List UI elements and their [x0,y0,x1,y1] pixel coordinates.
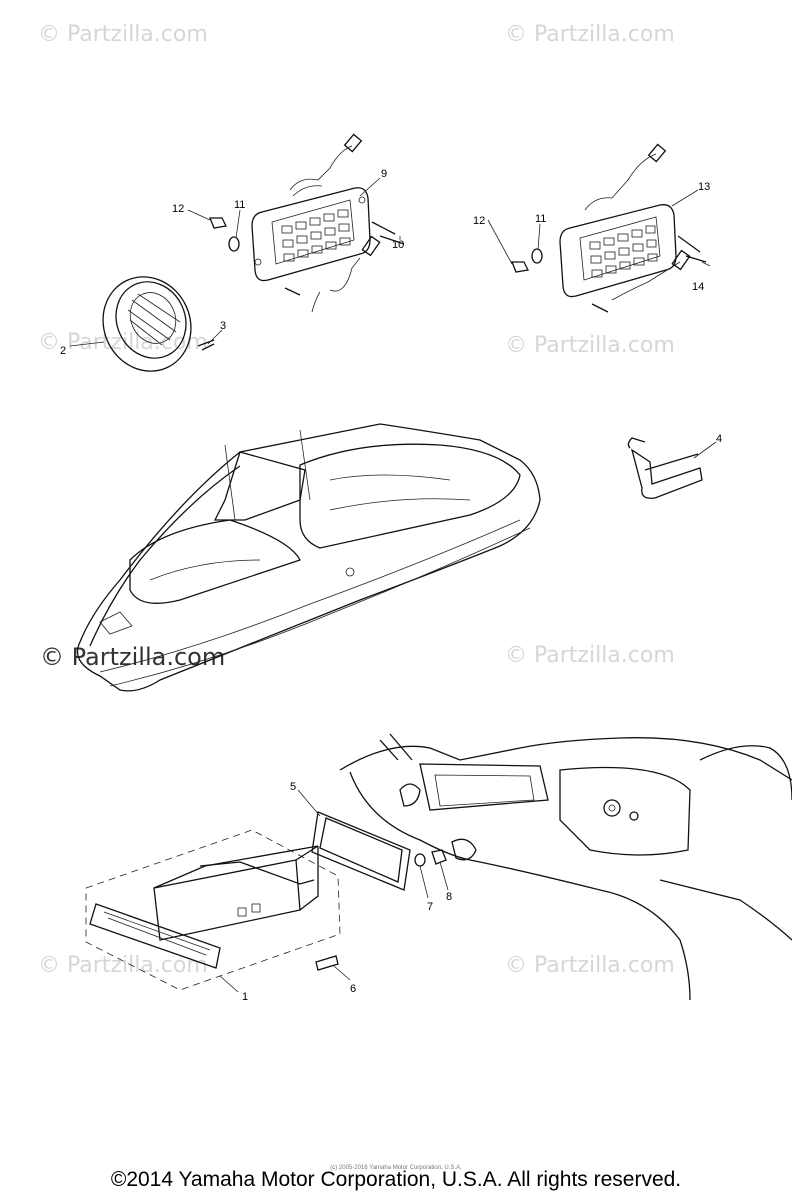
callout-4: 4 [716,433,722,445]
callout-13: 13 [698,181,710,193]
callout-11: 11 [234,199,245,211]
watermark: © Partzilla.com [38,22,208,47]
watermark: © Partzilla.com [505,953,675,978]
callout-10: 10 [392,239,404,251]
hardware-right [511,248,707,273]
copyright-notice: ©2014 Yamaha Motor Corporation, U.S.A. A… [110,1168,682,1191]
screw-6 [315,955,339,971]
callout-11-right: 11 [535,213,546,225]
hardware-left [209,217,405,252]
callout-9: 9 [381,168,387,180]
speaker-2 [102,276,215,372]
trim-frame-5 [311,811,411,891]
stereo-unit-1 [85,829,341,991]
callout-14: 14 [692,281,704,293]
antenna-4 [627,437,703,499]
callout-6: 6 [350,983,356,995]
callout-5: 5 [290,781,296,793]
fine-print: (c) 2005-2016 Yamaha Motor Corporation, … [330,1165,462,1171]
boat-dash [339,733,792,1001]
watermark: © Partzilla.com [505,643,675,668]
washer-7 [414,853,426,867]
nut-8 [431,849,447,865]
watermark: © Partzilla.com [38,330,208,355]
watermark: © Partzilla.com [38,953,208,978]
callout-3: 3 [220,320,226,332]
callout-2: 2 [60,345,66,357]
callout-12-right: 12 [473,215,485,227]
callout-8: 8 [446,891,452,903]
callout-12: 12 [172,203,184,215]
switch-panel-13 [559,143,701,313]
watermark: © Partzilla.com [505,333,675,358]
callout-7: 7 [427,901,433,913]
callout-1: 1 [242,991,248,1003]
boat-hull [76,423,541,692]
leader-lines [69,177,717,993]
switch-panel-9 [251,133,396,313]
watermark: © Partzilla.com [505,22,675,47]
callout-labels: 1 2 3 4 5 6 7 8 9 10 11 11 12 12 13 14 [60,168,722,1003]
